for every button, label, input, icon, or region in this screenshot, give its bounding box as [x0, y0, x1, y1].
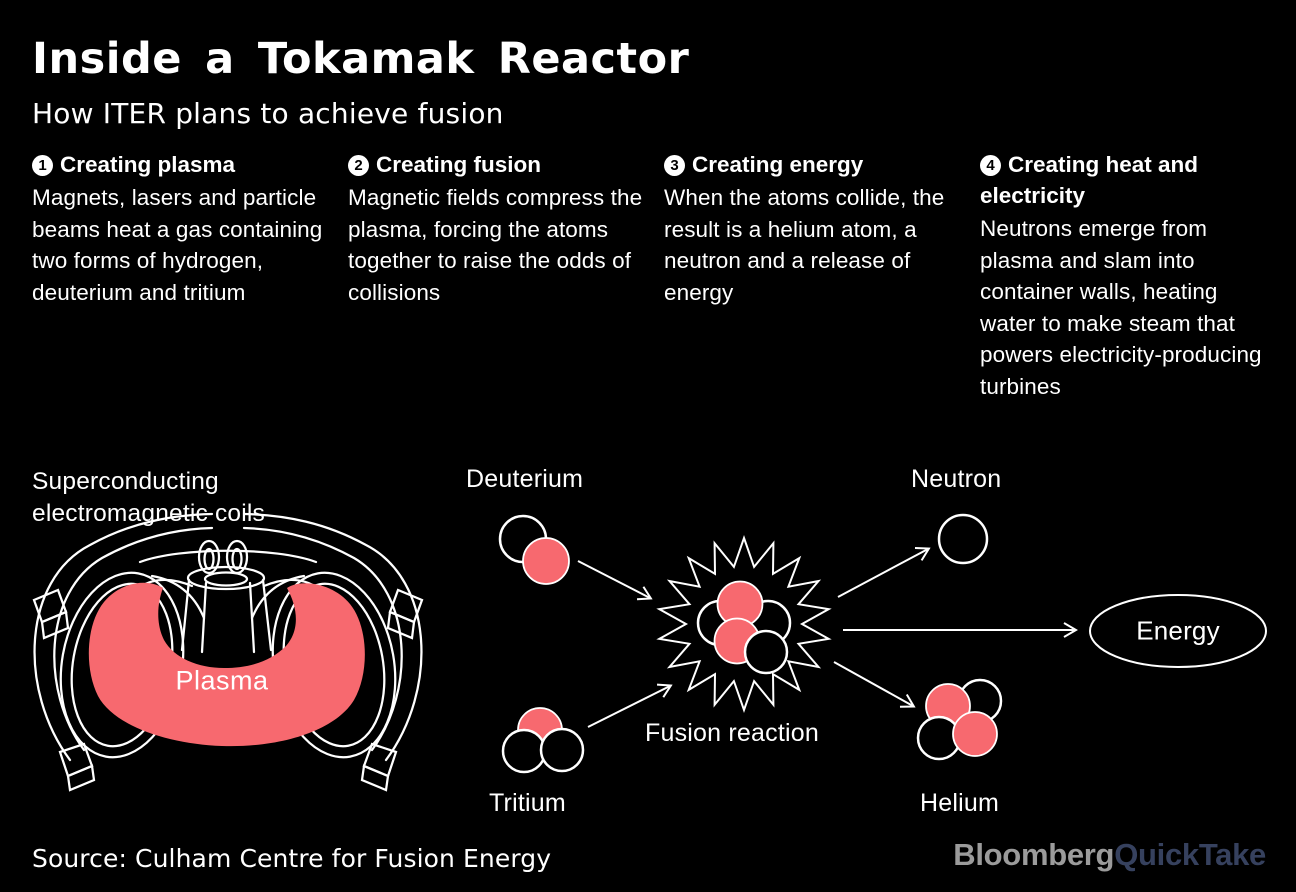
top-loops [199, 541, 247, 573]
step-heading: 3 Creating energy [664, 149, 964, 180]
step-number-badge: 1 [32, 155, 53, 176]
fused-nucleus [698, 582, 790, 674]
step-column-2: 2 Creating fusion Magnetic fields compres… [348, 149, 648, 308]
deuterium-label: Deuterium [466, 465, 584, 493]
fusion-starburst [659, 538, 828, 710]
source-credit: Source: Culham Centre for Fusion Energy [32, 844, 552, 873]
step-title: Creating fusion [376, 152, 542, 177]
step-title: Creating plasma [60, 152, 236, 177]
energy-label: Energy [1136, 615, 1220, 646]
page-title: Inside a Tokamak Reactor [32, 34, 690, 84]
step-title: Creating energy [692, 152, 864, 177]
page-subtitle: How ITER plans to achieve fusion [32, 97, 504, 130]
central-column [182, 567, 271, 652]
brand-bloomberg: Bloomberg [953, 837, 1115, 872]
step-number-badge: 4 [980, 155, 1001, 176]
plasma-torus [88, 582, 365, 747]
step-heading: 2 Creating fusion [348, 149, 648, 180]
coil-feet [34, 590, 422, 790]
step-title: Creating heat and electricity [980, 152, 1199, 208]
step-number-badge: 2 [348, 155, 369, 176]
arrow-fusion-to-helium [834, 662, 913, 706]
tritium-molecule [503, 708, 583, 772]
helium-molecule [918, 680, 1001, 759]
brand-logo: BloombergQuickTake [953, 837, 1266, 873]
step-body: Magnets, lasers and particle beams heat … [32, 185, 323, 305]
step-column-3: 3 Creating energy When the atoms collide,… [664, 149, 964, 308]
step-body: Neutrons emerge from plasma and slam int… [980, 216, 1262, 399]
step-body: Magnetic fields compress the plasma, for… [348, 185, 643, 305]
arrow-tritium-to-fusion [588, 686, 670, 727]
step-body: When the atoms collide, the result is a … [664, 185, 945, 305]
neutron-particle [939, 515, 987, 563]
fusion-reaction-label: Fusion reaction [645, 719, 819, 747]
reaction-arrows [578, 549, 1075, 727]
coils-label: Superconducting electromagnetic coils [32, 468, 265, 527]
plasma-label: Plasma [175, 665, 269, 696]
arrow-fusion-to-neutron [838, 549, 928, 597]
coil-front-right [252, 576, 304, 618]
brand-quicktake: QuickTake [1114, 837, 1266, 872]
neutron-label: Neutron [911, 465, 1002, 493]
step-column-1: 1 Creating plasma Magnets, lasers and par… [32, 149, 332, 308]
arrow-deuterium-to-fusion [578, 561, 650, 598]
tokamak-drawing [34, 514, 422, 790]
deuterium-molecule [500, 516, 569, 584]
coil-front-left [152, 576, 204, 618]
tritium-label: Tritium [489, 789, 566, 817]
step-heading: 1 Creating plasma [32, 149, 332, 180]
helium-label: Helium [920, 789, 999, 817]
step-number-badge: 3 [664, 155, 685, 176]
